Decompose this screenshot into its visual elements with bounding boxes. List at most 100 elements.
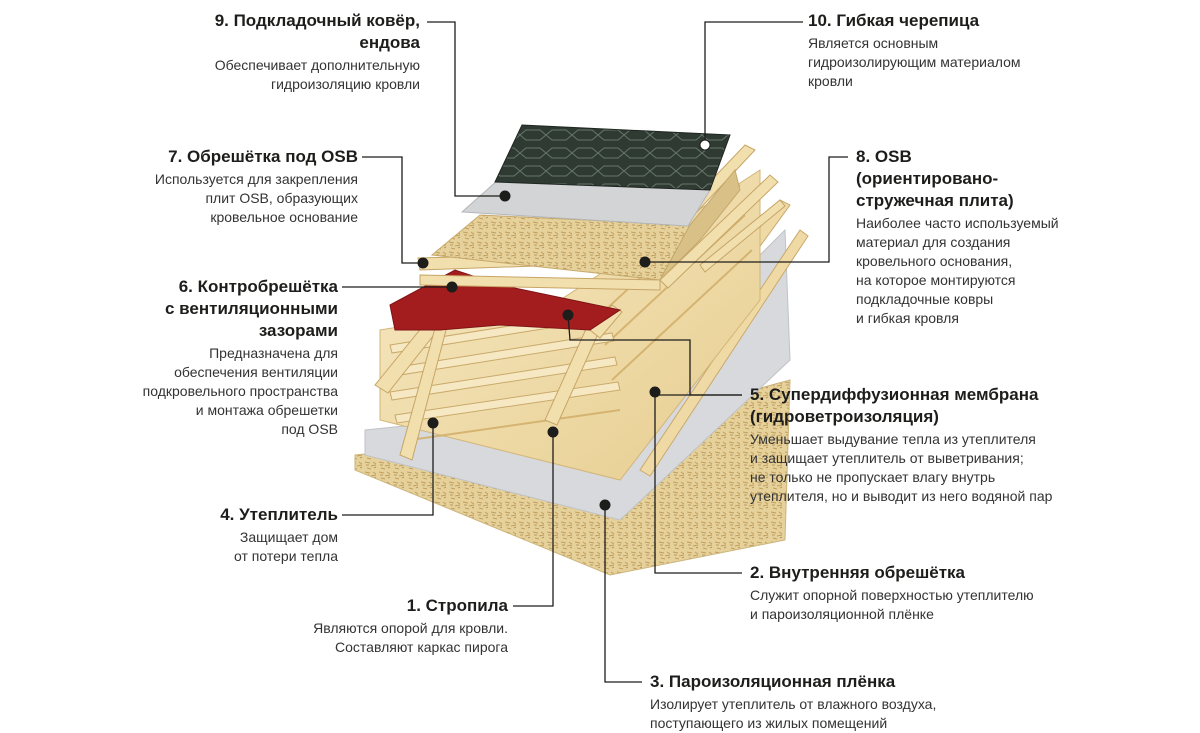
label-insulation: 4. Утеплитель Защищает дом от потери теп… [8,504,338,566]
label-underlay-carpet: 9. Подкладочный ковёр, ендова Обеспечива… [90,10,420,94]
desc-line: гидроизоляцию кровли [270,76,420,92]
dot-3 [599,499,611,511]
desc-line: на которое монтируются [856,272,1016,288]
desc-line: подкровельного пространства [142,383,338,399]
dot-9 [499,190,511,202]
label-inner-battens: 2. Внутренняя обрешётка Служит опорной п… [750,562,1150,624]
title-line: 6. Контробрешётка [178,277,338,296]
leader-7 [362,156,423,264]
title-line: с вентиляционными [165,299,338,318]
label-desc: Изолирует утеплитель от влажного воздуха… [650,695,1050,733]
title-line: 7. Обрешётка под OSB [168,147,358,166]
label-desc: Предназначена для обеспечения вентиляции… [8,344,338,439]
label-title: 6. Контробрешётка с вентиляционными зазо… [8,276,338,342]
dot-1 [547,426,559,438]
desc-line: поступающего из жилых помещений [650,715,888,731]
flexible-shingles [494,124,731,191]
title-line: 3. Пароизоляционная плёнка [650,672,896,691]
desc-line: Изолирует утеплитель от влажного воздуха… [650,696,937,712]
leader-2 [654,392,742,574]
desc-line: Являются опорой для кровли. [313,620,508,636]
desc-line: Защищает дом [239,529,338,545]
title-line: (гидроветроизоляция) [750,407,939,426]
label-title: 4. Утеплитель [8,504,338,526]
desc-line: Обеспечивает дополнительную [214,57,420,73]
desc-line: под OSB [281,421,338,437]
leader-lines [342,21,848,683]
desc-line: кровельного основания, [856,253,1013,269]
label-desc: Наиболее часто используемый материал для… [856,214,1186,328]
title-line: 8. OSB [856,147,912,166]
dot-4 [427,417,439,429]
label-title: 1. Стропила [178,595,508,617]
desc-line: и монтажа обрешетки [195,402,338,418]
desc-line: обеспечения вентиляции [174,364,338,380]
label-title: 9. Подкладочный ковёр, ендова [90,10,420,54]
label-desc: Являются опорой для кровли. Составляют к… [178,619,508,657]
label-superdiffusion-membrane: 5. Супердиффузионная мембрана (гидроветр… [750,384,1150,506]
label-title: 7. Обрешётка под OSB [28,146,358,168]
leader-8 [645,156,848,263]
label-desc: Защищает дом от потери тепла [8,528,338,566]
desc-line: Уменьшает выдувание тепла из утеплителя [750,431,1036,447]
leader-3 [604,505,642,683]
osb-board-edge [659,168,741,281]
dot-6 [446,281,458,293]
title-line: 10. Гибкая черепица [808,11,980,30]
title-line: 4. Утеплитель [220,505,338,524]
desc-line: Составляют каркас пирога [335,639,508,655]
label-desc: Является основным гидроизолирующим матер… [808,34,1138,91]
title-line: 1. Стропила [406,596,508,615]
leader-1 [513,432,554,607]
dot-5 [562,309,574,321]
osb-board [430,214,691,281]
leader-4 [342,423,434,516]
leader-5b [567,314,742,396]
dot-7 [417,257,429,269]
desc-line: Служит опорной поверхностью утеплителю [750,587,1034,603]
desc-line: материал для создания [856,234,1011,250]
label-title: 8. OSB (ориентировано- стружечная плита) [856,146,1186,212]
label-title: 10. Гибкая черепица [808,10,1138,32]
label-osb: 8. OSB (ориентировано- стружечная плита)… [856,146,1186,328]
desc-line: от потери тепла [234,548,338,564]
title-line: 9. Подкладочный ковёр, [214,11,420,30]
label-desc: Уменьшает выдувание тепла из утеплителя … [750,430,1150,506]
leader-9 [427,21,505,197]
desc-line: Используется для закрепления [154,171,358,187]
label-desc: Используется для закрепления плит OSB, о… [28,170,358,227]
title-line: ендова [359,33,420,52]
title-line: (ориентировано- [856,169,999,188]
leader-10 [704,21,803,145]
label-desc: Служит опорной поверхностью утеплителю и… [750,586,1150,624]
desc-line: Наиболее часто используемый [856,215,1059,231]
desc-line: Предназначена для [209,345,338,361]
label-osb-battens: 7. Обрешётка под OSB Используется для за… [28,146,358,227]
label-title: 5. Супердиффузионная мембрана (гидроветр… [750,384,1150,428]
label-title: 3. Пароизоляционная плёнка [650,671,1050,693]
label-rafters: 1. Стропила Являются опорой для кровли. … [178,595,508,657]
label-desc: Обеспечивает дополнительную гидроизоляци… [90,56,420,94]
title-line: 2. Внутренняя обрешётка [750,563,966,582]
desc-line: гидроизолирующим материалом [808,54,1021,70]
label-counter-battens: 6. Контробрешётка с вентиляционными зазо… [8,276,338,439]
desc-line: Является основным [808,35,939,51]
title-line: 5. Супердиффузионная мембрана [750,385,1039,404]
title-line: стружечная плита) [856,191,1014,210]
label-vapor-barrier: 3. Пароизоляционная плёнка Изолирует уте… [650,671,1050,733]
desc-line: и защищает утеплитель от выветривания; [750,450,1024,466]
label-title: 2. Внутренняя обрешётка [750,562,1150,584]
anchor-dots [417,139,711,511]
desc-line: кровельное основание [210,209,358,225]
desc-line: утеплителя, но и выводит из него водяной… [750,488,1053,504]
title-line: зазорами [258,321,338,340]
desc-line: не только не пропускает влагу внутрь [750,469,996,485]
desc-line: кровли [808,73,853,89]
desc-line: плит OSB, образующих [205,190,358,206]
desc-line: и пароизоляционной плёнке [750,606,934,622]
label-flexible-shingles: 10. Гибкая черепица Является основным ги… [808,10,1138,91]
desc-line: подкладочные ковры [856,291,994,307]
dot-8 [639,256,651,268]
dot-2 [649,386,661,398]
